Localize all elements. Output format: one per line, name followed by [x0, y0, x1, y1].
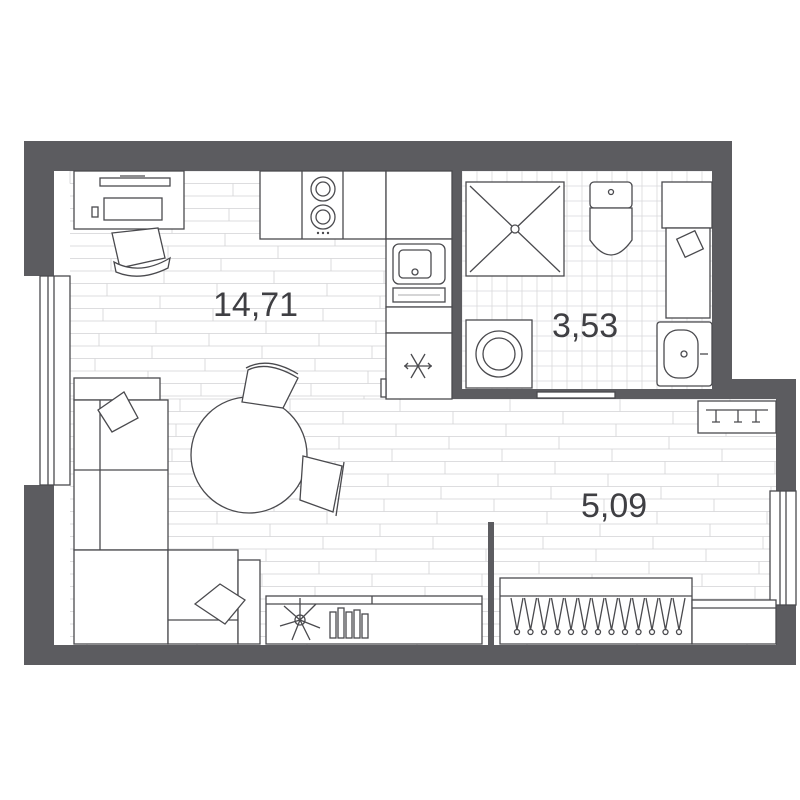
dining-chair — [299, 455, 345, 517]
books-icon — [329, 607, 369, 639]
dining-table — [190, 396, 308, 514]
window-left — [39, 275, 71, 486]
room-area-hallway: 5,09 — [581, 487, 647, 525]
kitchen-cabinets — [259, 170, 453, 240]
room-area-living: 14,71 — [213, 286, 298, 324]
pillow-icon — [97, 391, 246, 625]
media-console — [265, 595, 483, 645]
plant-icon — [279, 598, 321, 641]
window-right — [769, 490, 797, 606]
toilet-icon — [589, 181, 633, 256]
washing-machine-icon — [465, 319, 533, 389]
walls — [24, 141, 796, 665]
cooktop-icon — [310, 176, 336, 235]
bathroom-door — [536, 391, 616, 399]
snowflake-icon — [404, 353, 432, 379]
desk-chair — [111, 227, 171, 277]
kitchen-sink-icon — [385, 238, 453, 308]
kitchen-column — [380, 306, 453, 400]
dining-chair — [241, 362, 299, 409]
coat-hook-rack — [697, 400, 777, 434]
room-area-bathroom: 3,53 — [552, 307, 618, 345]
hanger-icon — [510, 597, 686, 636]
shower-tray-icon — [465, 181, 565, 277]
wardrobe — [499, 577, 777, 645]
desk — [73, 170, 185, 230]
bathroom-sink-icon — [656, 321, 713, 387]
bathroom-cabinet — [661, 181, 713, 319]
